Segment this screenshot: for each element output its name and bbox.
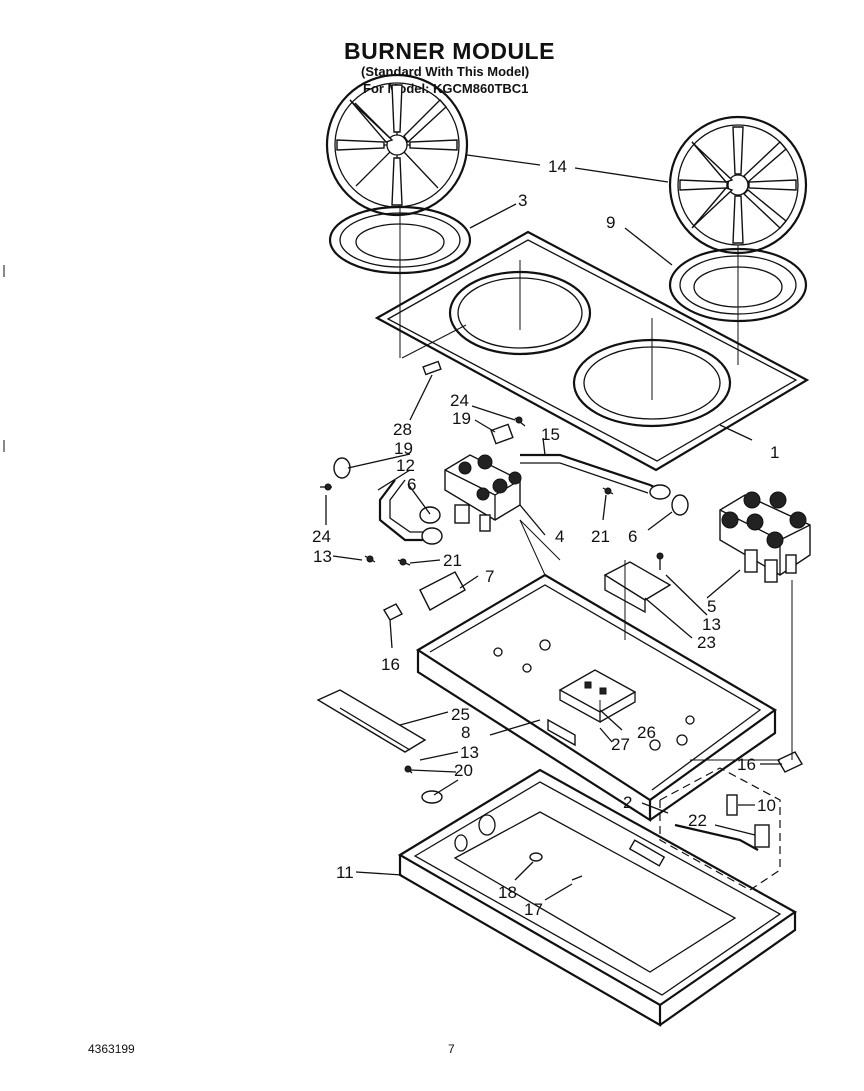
bracket-25 xyxy=(316,689,427,753)
callout-18: 18 xyxy=(498,883,517,902)
callout-19-left: 19 xyxy=(394,439,413,458)
callout-1: 1 xyxy=(770,443,779,462)
igniter-wire-22 xyxy=(674,823,759,851)
callout-6-left: 6 xyxy=(407,475,416,494)
model-number: For Model: KGCM860TBC1 xyxy=(363,81,529,96)
right-burner-grate xyxy=(668,115,808,255)
callout-27: 27 xyxy=(611,735,630,754)
bracket-7 xyxy=(419,571,466,611)
fitting-20 xyxy=(421,790,443,804)
clip-16-left xyxy=(383,603,403,621)
callout-21-right: 21 xyxy=(591,527,610,546)
callout-5: 5 xyxy=(707,597,716,616)
right-burner-ring xyxy=(668,245,808,365)
callout-13-right: 13 xyxy=(702,615,721,634)
bracket-23 xyxy=(603,561,672,601)
callout-15: 15 xyxy=(541,425,560,444)
callout-12: 12 xyxy=(396,456,415,475)
fasteners xyxy=(320,360,664,570)
callout-24-left: 24 xyxy=(312,527,331,546)
callout-26: 26 xyxy=(637,723,656,742)
right-burner-valve-assembly xyxy=(719,491,811,583)
part-number: 4363199 xyxy=(88,1042,135,1056)
callout-25: 25 xyxy=(451,705,470,724)
callout-10: 10 xyxy=(757,796,776,815)
clip-16-right xyxy=(777,751,803,773)
callout-9: 9 xyxy=(606,213,615,232)
cooktop-panel xyxy=(374,230,810,472)
callout-22: 22 xyxy=(688,811,707,830)
spark-module xyxy=(558,669,637,724)
callout-16-right: 16 xyxy=(737,755,756,774)
callout-11: 11 xyxy=(336,863,354,882)
callout-23: 23 xyxy=(697,633,716,652)
page-number: 7 xyxy=(448,1042,455,1056)
left-burner-grate xyxy=(325,73,469,217)
callout-3: 3 xyxy=(518,191,527,210)
callout-28: 28 xyxy=(393,420,412,439)
callout-4: 4 xyxy=(555,527,564,546)
leader-lines xyxy=(325,154,793,901)
callout-2: 2 xyxy=(623,793,632,812)
gas-tubes xyxy=(378,453,689,545)
callout-16-left: 16 xyxy=(381,655,400,674)
callout-13-left: 13 xyxy=(313,547,332,566)
callout-7: 7 xyxy=(485,567,494,586)
callout-6-right: 6 xyxy=(628,527,637,546)
burner-box xyxy=(415,573,778,823)
left-burner-valve-assembly xyxy=(444,454,561,561)
diagram-title: BURNER MODULE xyxy=(344,38,555,64)
callout-19-top: 19 xyxy=(452,409,471,428)
callout-21-left: 21 xyxy=(443,551,462,570)
callout-13-bottom: 13 xyxy=(460,743,479,762)
callout-24-top: 24 xyxy=(450,391,469,410)
callout-8: 8 xyxy=(461,723,470,742)
callout-labels: 14 3 9 1 24 19 15 28 19 12 6 24 4 21 6 1… xyxy=(312,157,779,919)
callout-17: 17 xyxy=(524,900,543,919)
base-pan xyxy=(397,768,798,1027)
igniter-kit-box xyxy=(659,767,781,891)
callout-14: 14 xyxy=(548,157,567,176)
left-burner-ring xyxy=(328,205,472,358)
callout-20: 20 xyxy=(454,761,473,780)
igniter-10 xyxy=(726,794,738,816)
